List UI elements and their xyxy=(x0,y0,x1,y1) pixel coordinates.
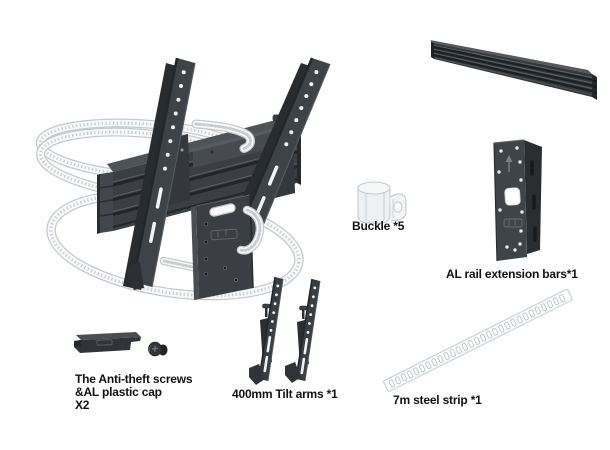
pole-adapter-plate xyxy=(191,194,254,300)
tilt-arms-label: 400mm Tilt arms *1 xyxy=(232,387,338,401)
steel-strip-label: 7m steel strip *1 xyxy=(393,393,482,407)
strap-stub xyxy=(159,256,202,273)
tilt-arm-right xyxy=(285,278,321,383)
anti-theft-cap xyxy=(74,332,141,353)
buckle xyxy=(357,181,407,224)
al-rail-extension-bracket xyxy=(493,139,542,262)
steel-strip xyxy=(383,288,573,393)
bracket-cutout xyxy=(504,187,521,206)
tilt-arms-pair xyxy=(249,276,321,385)
anti-theft-label-line1: The Anti-theft screws xyxy=(75,372,193,386)
anti-theft-screw xyxy=(148,341,168,357)
strap-front-segment xyxy=(191,119,255,153)
anti-theft-label-line3: X2 xyxy=(75,398,90,412)
strap-curl xyxy=(236,205,265,255)
al-rail-bar xyxy=(430,40,597,100)
bracket-logo-emboss xyxy=(503,218,523,228)
tilt-arm-left xyxy=(249,276,284,385)
buckle-label: Buckle *5 xyxy=(352,219,405,233)
main-mount-assembly xyxy=(35,57,331,301)
anti-theft-label: The Anti-theft screws &AL plastic cap X2 xyxy=(75,372,193,412)
left-arm-foot-hook xyxy=(128,262,144,290)
anti-theft-label-line2: &AL plastic cap xyxy=(75,385,162,399)
left-tilt-arm xyxy=(123,57,196,290)
plate-logo-emboss xyxy=(210,228,238,241)
al-rail-extension-label: AL rail extension bars*1 xyxy=(446,267,578,281)
bracket-arrow-up xyxy=(505,155,513,172)
